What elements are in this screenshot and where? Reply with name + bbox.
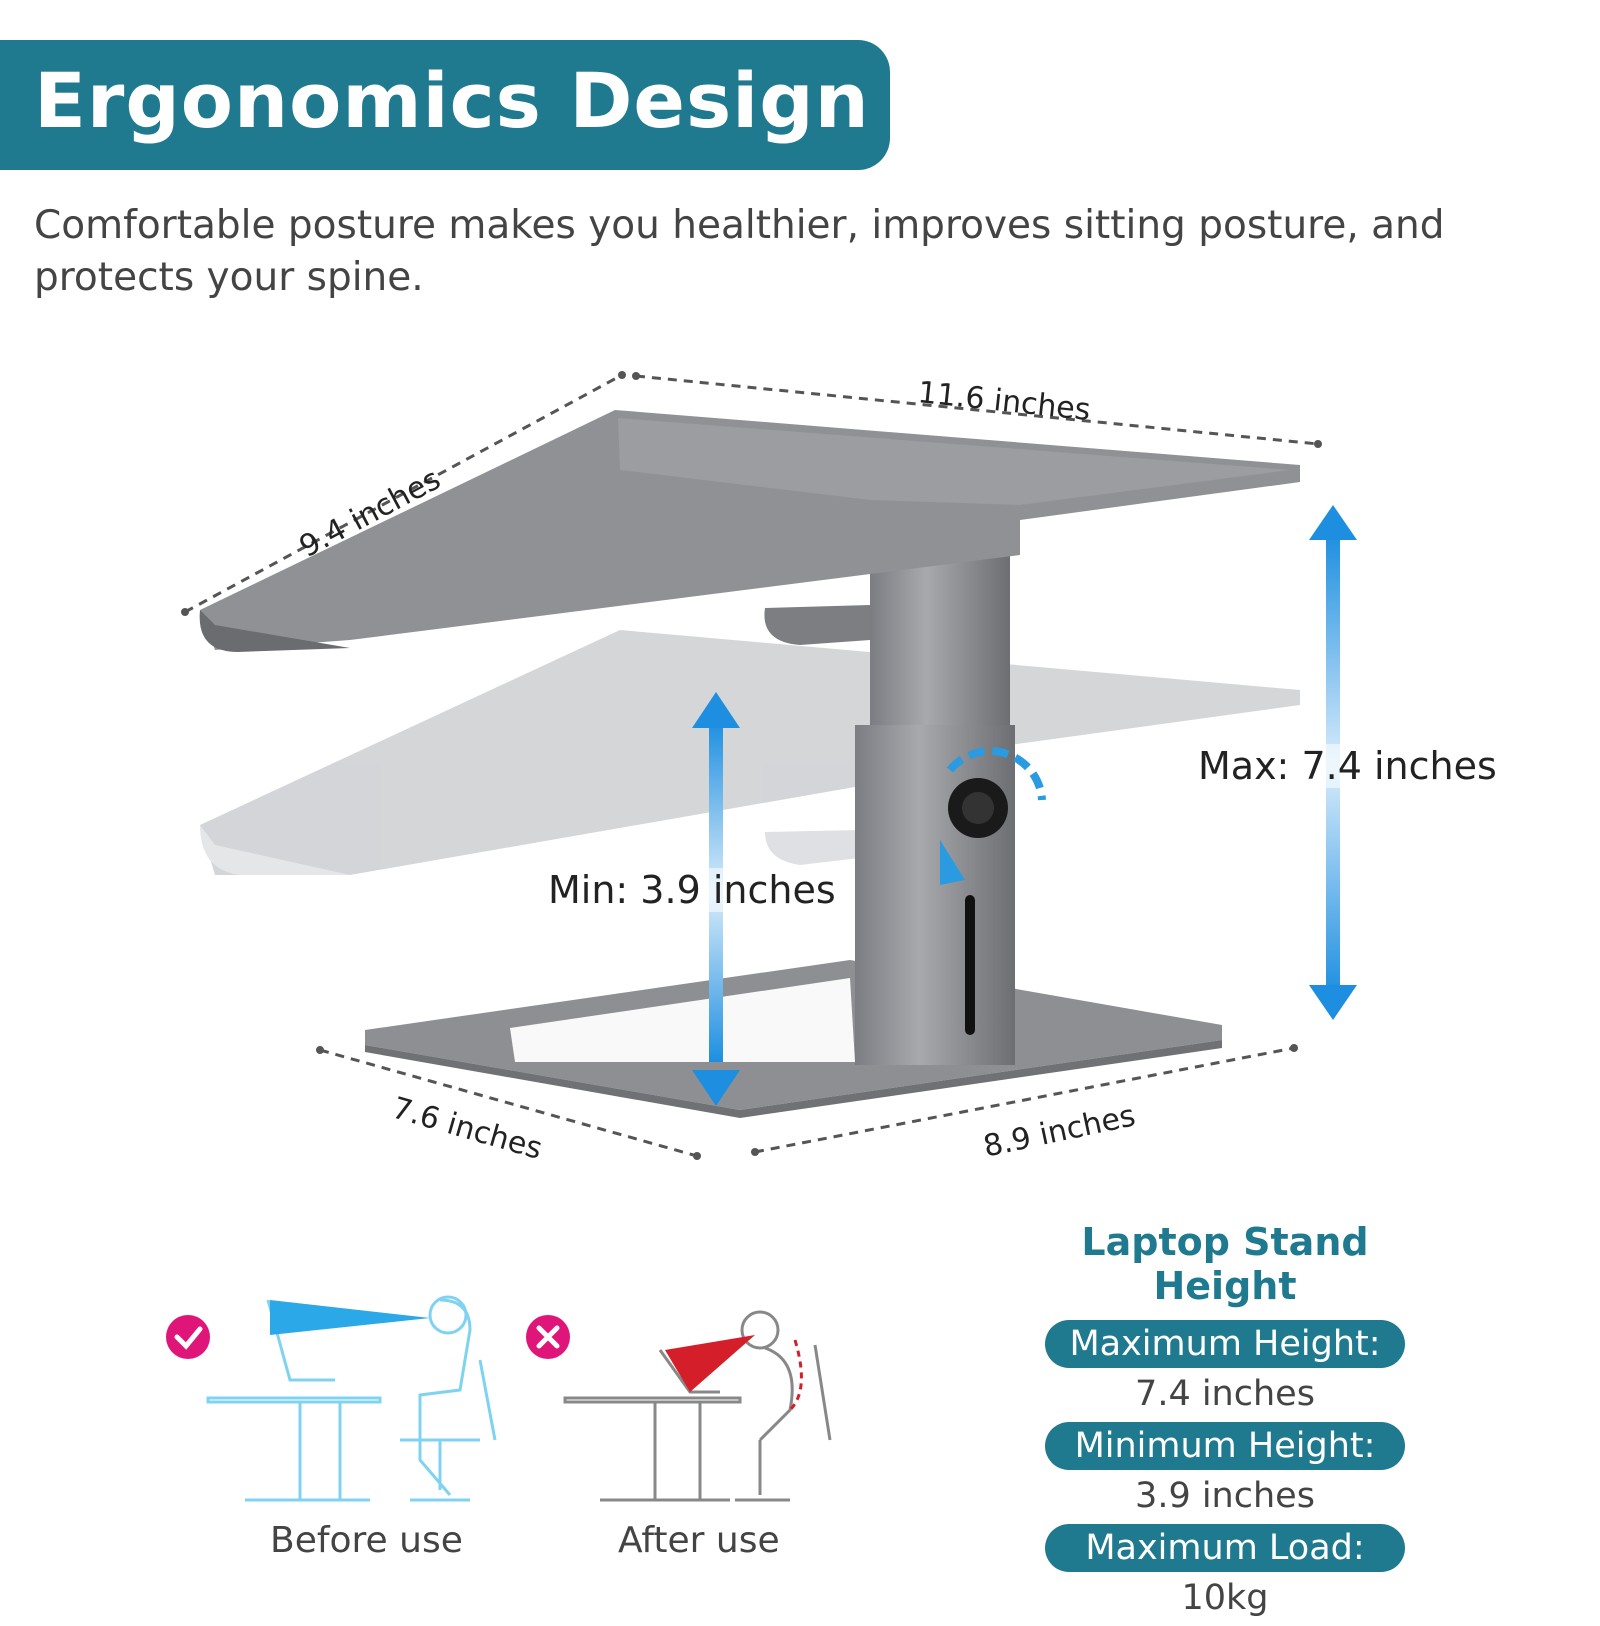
subtitle-text: Comfortable posture makes you healthier,… xyxy=(34,203,1445,300)
min-height-label: Min: 3.9 inches xyxy=(548,868,836,912)
cross-badge-icon xyxy=(526,1315,570,1359)
spec-value: 10kg xyxy=(1181,1578,1269,1618)
spec-label: Maximum Load: xyxy=(1045,1524,1405,1572)
adjust-knob-icon xyxy=(940,747,1046,885)
before-use-illustration xyxy=(206,1295,497,1502)
after-view-wedge xyxy=(665,1335,755,1392)
dimension-lines xyxy=(184,373,1319,1158)
page-title: Ergonomics Design xyxy=(34,56,870,145)
height-specs-panel: Laptop Stand Height Maximum Height: 7.4 … xyxy=(1010,1220,1440,1626)
header-banner xyxy=(0,40,890,170)
check-badge-icon xyxy=(166,1315,210,1359)
specs-title: Laptop Stand Height xyxy=(1081,1220,1369,1308)
spec-label: Minimum Height: xyxy=(1045,1422,1405,1470)
before-use-caption: Before use xyxy=(270,1520,463,1561)
spec-value: 7.4 inches xyxy=(1135,1374,1315,1414)
spec-label: Maximum Height: xyxy=(1045,1320,1405,1368)
upper-tray xyxy=(199,410,1300,652)
max-height-label: Max: 7.4 inches xyxy=(1198,744,1497,788)
lower-tray xyxy=(200,630,1300,875)
after-use-illustration xyxy=(563,1310,832,1502)
before-view-wedge xyxy=(270,1300,430,1335)
max-height-arrow xyxy=(1309,505,1357,1020)
after-use-caption: After use xyxy=(618,1520,780,1561)
spec-value: 3.9 inches xyxy=(1135,1476,1315,1516)
